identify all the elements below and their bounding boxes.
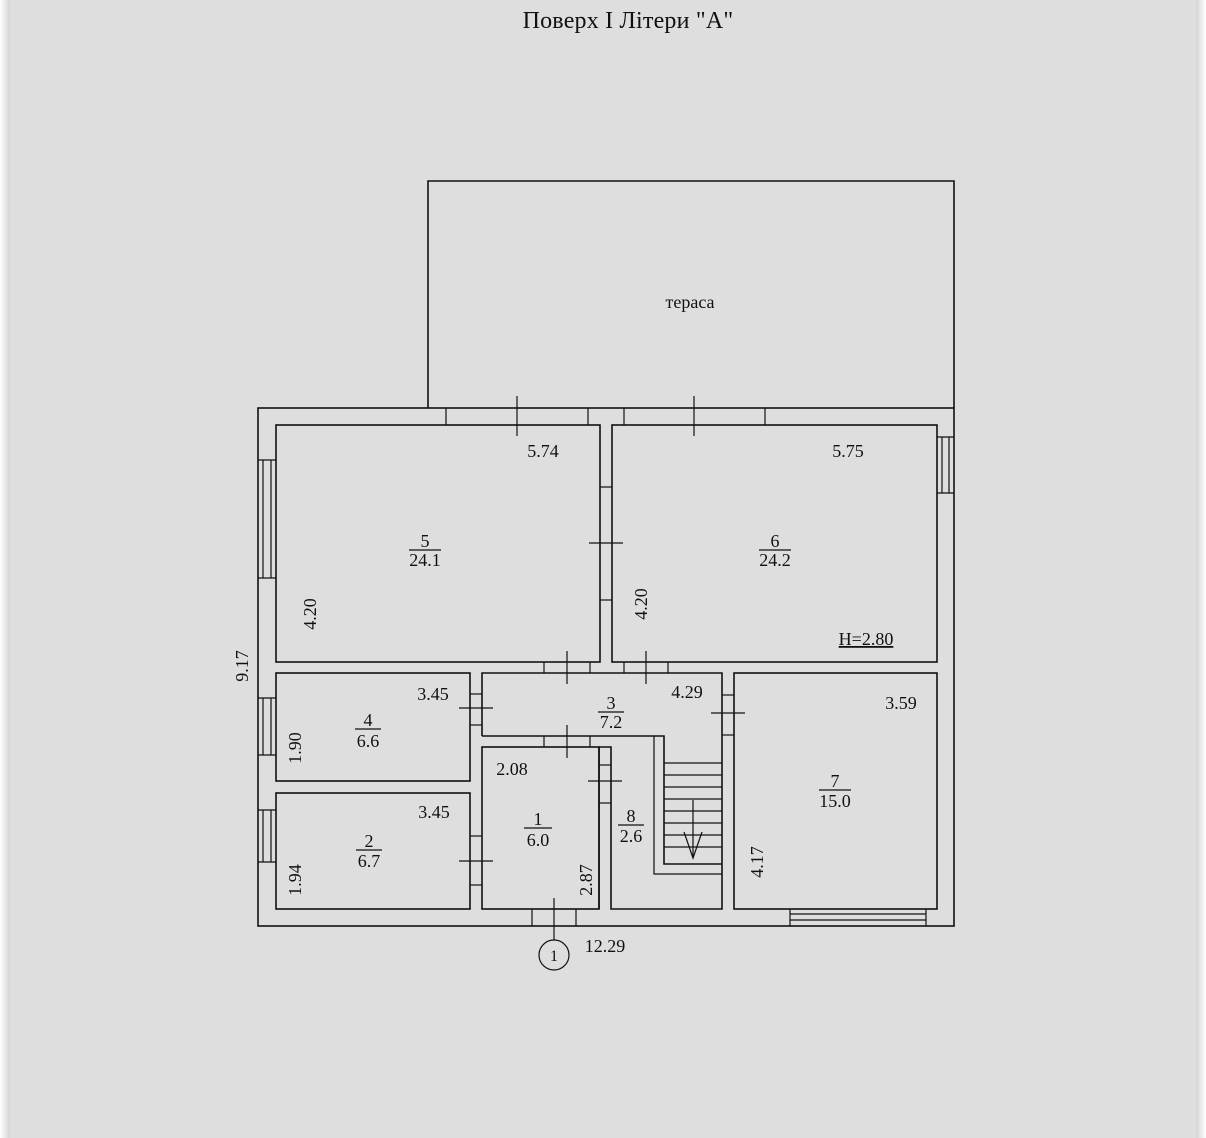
sheet-edge-left bbox=[0, 0, 10, 1138]
room-3-inner-wall bbox=[482, 735, 722, 865]
window-room-6-right bbox=[937, 436, 954, 494]
svg-text:7.2: 7.2 bbox=[600, 712, 623, 732]
svg-text:5: 5 bbox=[421, 531, 430, 551]
room-3-width: 4.29 bbox=[671, 682, 703, 702]
terrace-outline bbox=[427, 180, 955, 408]
room-4-label: 4 6.6 bbox=[355, 710, 381, 751]
room-5-width: 5.74 bbox=[527, 441, 559, 461]
svg-text:2: 2 bbox=[365, 831, 374, 851]
room-3-depth: 2.08 bbox=[496, 759, 528, 779]
svg-text:6.7: 6.7 bbox=[358, 851, 381, 871]
window-room-5-left bbox=[258, 459, 276, 579]
room-4-width: 3.45 bbox=[417, 684, 449, 704]
svg-text:1: 1 bbox=[534, 809, 543, 829]
staircase bbox=[653, 736, 722, 875]
room-2-label: 2 6.7 bbox=[356, 831, 382, 871]
door-room-4-corridor bbox=[459, 693, 493, 726]
entrance-marker-circle bbox=[538, 939, 570, 971]
door-room-6-corridor bbox=[623, 651, 669, 684]
entrance-door bbox=[531, 898, 577, 940]
svg-text:2.6: 2.6 bbox=[620, 826, 643, 846]
door-room-5-room-6 bbox=[589, 486, 623, 601]
door-terrace-room-6 bbox=[623, 396, 766, 436]
room-3-outline bbox=[481, 672, 723, 910]
ceiling-height: H=2.80 bbox=[839, 629, 894, 649]
door-room-7-corridor bbox=[711, 694, 745, 736]
outer-wall bbox=[257, 407, 955, 927]
room-2-depth: 1.94 bbox=[285, 864, 305, 896]
room-1-label: 1 6.0 bbox=[524, 809, 552, 850]
sheet-edge-right bbox=[1196, 0, 1206, 1138]
svg-text:8: 8 bbox=[627, 806, 636, 826]
room-2-outline bbox=[275, 792, 471, 910]
room-7-width: 3.59 bbox=[885, 693, 917, 713]
window-room-7-bottom bbox=[789, 909, 927, 926]
svg-text:6: 6 bbox=[771, 531, 780, 551]
overall-depth: 9.17 bbox=[232, 650, 252, 682]
room-1-depth: 2.87 bbox=[576, 864, 596, 896]
door-room-8 bbox=[588, 764, 622, 804]
door-terrace-room-5 bbox=[445, 396, 589, 436]
entrance-marker-label: 1 bbox=[550, 948, 558, 965]
terrace-label: тераса bbox=[665, 292, 714, 312]
room-2-width: 3.45 bbox=[418, 802, 450, 822]
room-3-label: 3 7.2 bbox=[598, 693, 624, 732]
plan-title: Поверх І Літери "А" bbox=[522, 8, 734, 34]
room-7-label: 7 15.0 bbox=[819, 771, 851, 811]
svg-text:6.0: 6.0 bbox=[527, 830, 550, 850]
room-6-width: 5.75 bbox=[832, 441, 864, 461]
door-room-2 bbox=[459, 835, 493, 886]
svg-text:7: 7 bbox=[831, 771, 840, 791]
window-room-2-left bbox=[258, 809, 276, 863]
drawing-sheet bbox=[10, 0, 1196, 1138]
svg-text:3: 3 bbox=[607, 693, 616, 713]
room-7-depth: 4.17 bbox=[747, 846, 767, 878]
room-6-label: 6 24.2 bbox=[759, 531, 791, 570]
svg-text:24.1: 24.1 bbox=[409, 550, 441, 570]
room-8-label: 8 2.6 bbox=[618, 806, 644, 846]
room-4-outline bbox=[275, 672, 471, 782]
room-4-depth: 1.90 bbox=[285, 732, 305, 764]
door-room-1-corridor bbox=[543, 725, 591, 758]
svg-text:15.0: 15.0 bbox=[819, 791, 851, 811]
svg-text:6.6: 6.6 bbox=[357, 731, 380, 751]
room-6-depth: 4.20 bbox=[631, 588, 651, 620]
window-room-4-left bbox=[258, 697, 276, 756]
room-5-depth: 4.20 bbox=[300, 598, 320, 630]
door-room-5-corridor bbox=[543, 651, 591, 684]
overall-width: 12.29 bbox=[585, 936, 626, 956]
svg-text:4: 4 bbox=[364, 710, 373, 730]
room-5-label: 5 24.1 bbox=[409, 531, 441, 570]
svg-text:24.2: 24.2 bbox=[759, 550, 791, 570]
room-7-outline bbox=[733, 672, 938, 910]
